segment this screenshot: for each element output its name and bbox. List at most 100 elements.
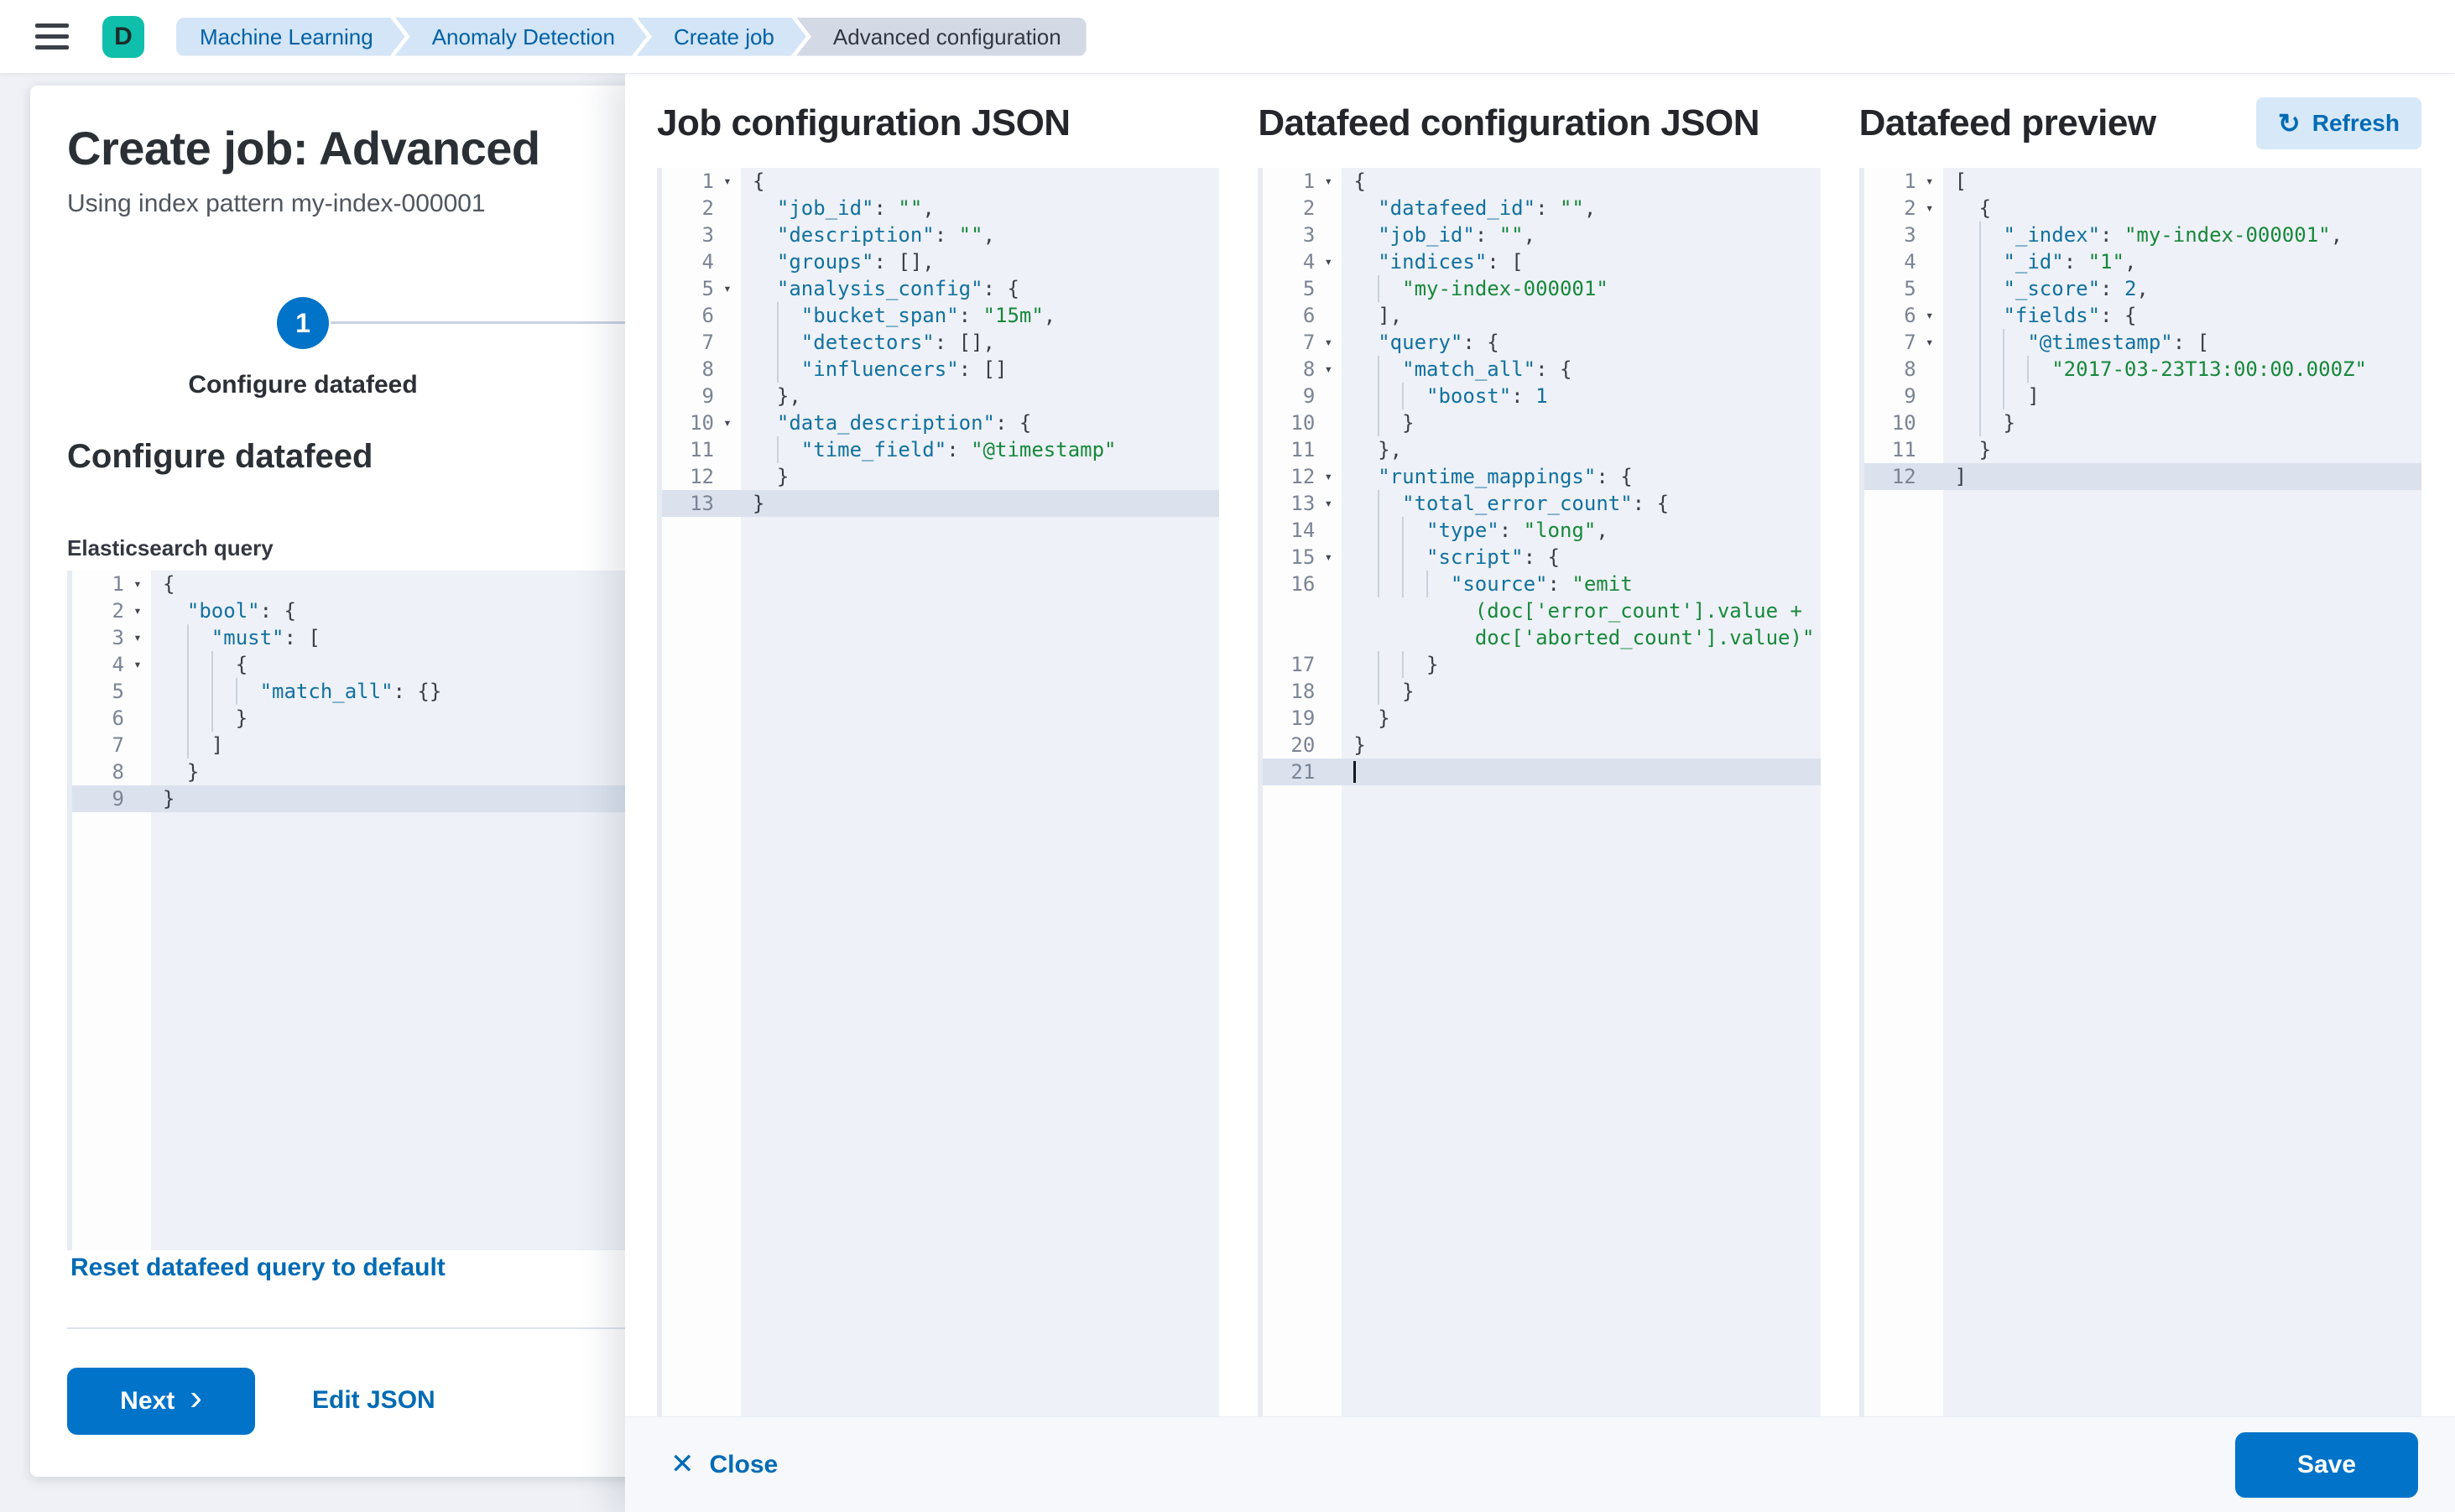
fold-arrow-icon[interactable]: ▾ [723,414,732,430]
edit-json-link[interactable]: Edit JSON [312,1386,435,1414]
elasticsearch-query-editor[interactable]: 1▾{2▾ "bool": {3▾ "must": [4▾ {5 "match_… [67,571,668,1250]
fold-arrow-icon[interactable]: ▾ [133,629,142,645]
fold-arrow-icon[interactable]: ▾ [1925,173,1934,189]
fold-arrow-icon[interactable]: ▾ [1324,334,1333,350]
close-button[interactable]: ✕ Close [670,1448,778,1481]
datafeed-preview-editor[interactable]: 1▾[2▾ {3 "_index": "my-index-000001",4 "… [1858,168,2421,1416]
fold-arrow-icon[interactable]: ▾ [1324,253,1333,269]
code-line[interactable]: 2 "job_id": "", [662,195,1220,222]
editor-empty-area[interactable] [1263,785,1821,1416]
code-line[interactable]: 15▾ "script": { [1263,544,1821,571]
code-line[interactable]: 10 } [1263,409,1821,436]
code-line[interactable]: 5 "match_all": {} [72,678,668,705]
code-line[interactable]: 8 } [72,759,668,785]
fold-arrow-icon[interactable]: ▾ [133,602,142,618]
step-1-indicator[interactable]: 1 [277,297,329,349]
code-line[interactable]: 7▾ "@timestamp": [ [1863,329,2421,356]
code-line[interactable]: 14 "type": "long", [1263,517,1821,544]
code-line[interactable]: 3 "job_id": "", [1263,222,1821,248]
code-line[interactable]: 9} [72,785,668,812]
code-line[interactable]: 5 "my-index-000001" [1263,275,1821,302]
code-line[interactable]: 12] [1863,463,2421,490]
code-line[interactable]: 8 "influencers": [] [662,356,1220,383]
code-line[interactable]: 2 "datafeed_id": "", [1263,195,1821,222]
fold-arrow-icon[interactable]: ▾ [133,576,142,592]
code-line[interactable]: 7 "detectors": [], [662,329,1220,356]
code-line[interactable]: 20} [1263,732,1821,759]
code-line[interactable]: 21 [1263,759,1821,785]
code-line[interactable]: 10▾ "data_description": { [662,409,1220,436]
next-button[interactable]: Next › [67,1368,255,1435]
fold-arrow-icon[interactable]: ▾ [723,173,732,189]
code-line[interactable]: 4▾ "indices": [ [1263,248,1821,275]
line-number: 6 [1904,304,1916,327]
code-line[interactable]: 2▾ "bool": { [72,597,668,624]
fold-arrow-icon[interactable]: ▾ [723,280,732,296]
elasticsearch-query-label: Elasticsearch query [67,535,274,560]
code-line[interactable]: 3 "_index": "my-index-000001", [1863,222,2421,248]
code-line[interactable]: 17 } [1263,651,1821,678]
editor-empty-area[interactable] [1863,490,2421,1416]
code-line[interactable]: 13} [662,490,1220,517]
code-line[interactable]: 11 "time_field": "@timestamp" [662,436,1220,463]
code-line[interactable]: 1▾[ [1863,168,2421,195]
code-line[interactable]: 1▾{ [662,168,1220,195]
code-line[interactable]: (doc['error_count'].value + [1263,597,1821,624]
code-line[interactable]: 4 "groups": [], [662,248,1220,275]
code-line[interactable]: 6 "bucket_span": "15m", [662,302,1220,329]
fold-arrow-icon[interactable]: ▾ [1324,468,1333,484]
breadcrumb-create-job[interactable]: Create job [637,18,806,56]
breadcrumb-machine-learning[interactable]: Machine Learning [176,18,405,56]
code-line[interactable]: 7 ] [72,732,668,759]
code-line[interactable]: 7▾ "query": { [1263,329,1821,356]
fold-arrow-icon[interactable]: ▾ [1925,334,1934,350]
save-button[interactable]: Save [2235,1431,2418,1498]
code-line[interactable]: doc['aborted_count'].value)" [1263,624,1821,651]
code-line[interactable]: 6 ], [1263,302,1821,329]
code-line[interactable]: 5 "_score": 2, [1863,275,2421,302]
code-line[interactable]: 12 } [662,463,1220,490]
fold-arrow-icon[interactable]: ▾ [1324,173,1333,189]
job-config-json-editor[interactable]: 1▾{2 "job_id": "",3 "description": "",4 … [657,168,1220,1416]
fold-arrow-icon[interactable]: ▾ [1324,361,1333,377]
code-line[interactable]: 12▾ "runtime_mappings": { [1263,463,1821,490]
fold-arrow-icon[interactable]: ▾ [1324,495,1333,511]
code-line[interactable]: 3 "description": "", [662,222,1220,248]
code-line[interactable]: 8▾ "match_all": { [1263,356,1821,383]
editor-empty-area[interactable] [662,517,1220,1416]
code-line[interactable]: 1▾{ [72,571,668,597]
fold-arrow-icon[interactable]: ▾ [1925,200,1934,216]
fold-arrow-icon[interactable]: ▾ [133,656,142,672]
code-line[interactable]: 18 } [1263,678,1821,705]
code-line[interactable]: 19 } [1263,705,1821,732]
code-line[interactable]: 11 }, [1263,436,1821,463]
breadcrumb-anomaly-detection[interactable]: Anomaly Detection [395,18,647,56]
code-line[interactable]: 3▾ "must": [ [72,624,668,651]
code-line[interactable]: 6▾ "fields": { [1863,302,2421,329]
menu-hamburger-icon[interactable] [35,23,69,50]
code-line[interactable]: 8 "2017-03-23T13:00:00.000Z" [1863,356,2421,383]
code-line[interactable]: 16 "source": "emit [1263,571,1821,597]
refresh-icon: ↻ [2277,108,2301,138]
code-line[interactable]: 9 }, [662,383,1220,409]
fold-arrow-icon[interactable]: ▾ [1925,307,1934,323]
code-line[interactable]: 2▾ { [1863,195,2421,222]
code-line[interactable]: 6 } [72,705,668,732]
code-line[interactable]: 9 ] [1863,383,2421,409]
reset-datafeed-query-link[interactable]: Reset datafeed query to default [70,1254,446,1281]
line-number: 11 [1891,438,1916,461]
code-line[interactable]: 10 } [1863,409,2421,436]
space-avatar[interactable]: D [102,15,144,58]
code-line[interactable]: 1▾{ [1263,168,1821,195]
code-line[interactable]: 5▾ "analysis_config": { [662,275,1220,302]
code-line[interactable]: 13▾ "total_error_count": { [1263,490,1821,517]
code-line[interactable]: 11 } [1863,436,2421,463]
editor-empty-area[interactable] [72,812,668,1250]
code-line[interactable]: 9 "boost": 1 [1263,383,1821,409]
code-line[interactable]: 4▾ { [72,651,668,678]
datafeed-config-json-editor[interactable]: 1▾{2 "datafeed_id": "",3 "job_id": "",4▾… [1258,168,1821,1416]
create-job-wizard-panel: Create job: Advanced Using index pattern… [30,86,668,1477]
fold-arrow-icon[interactable]: ▾ [1324,549,1333,565]
code-line[interactable]: 4 "_id": "1", [1863,248,2421,275]
refresh-button[interactable]: ↻ Refresh [2255,97,2421,149]
